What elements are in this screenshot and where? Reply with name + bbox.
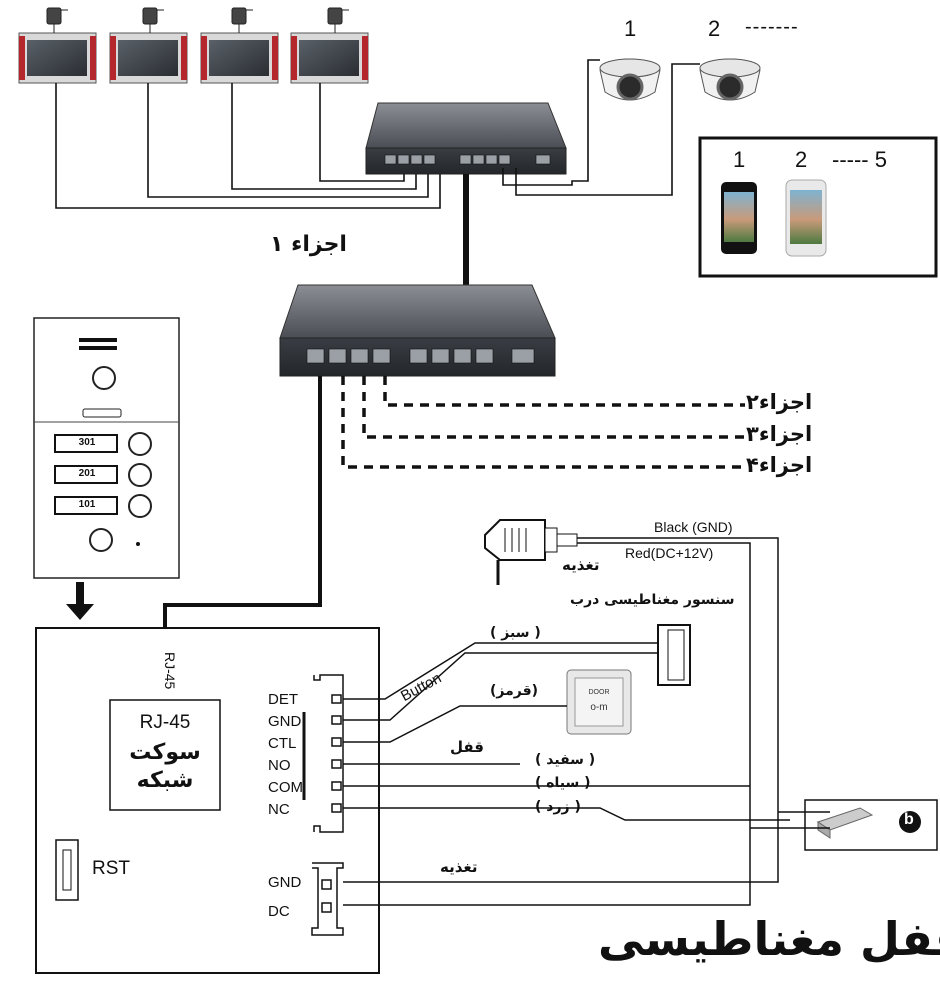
socket-line-1: سوکت	[129, 740, 201, 765]
part-4-label: اجزاء۴	[746, 453, 813, 477]
pin-gnd: GND	[268, 713, 302, 730]
apartment-button-301: 301	[78, 437, 96, 448]
green-wire-label: ( سبز )	[490, 625, 541, 641]
lock-label: قفل	[450, 738, 485, 756]
ip-camera-2	[699, 58, 761, 101]
pin-nc: NC	[268, 801, 290, 818]
socket-title: RJ-45	[139, 712, 191, 733]
svg-text:DOOR: DOOR	[589, 689, 610, 696]
camera-cables	[502, 59, 700, 196]
rst-label: RST	[92, 858, 130, 879]
signal-wires	[343, 642, 790, 821]
black-gnd-label: Black (GND)	[654, 519, 733, 535]
phone-label-5: ----- 5	[832, 147, 887, 172]
camera-label-ellipsis: -------	[745, 16, 799, 38]
monitor-cables	[55, 83, 441, 209]
terminal-block-top	[302, 674, 344, 833]
indoor-monitor-4	[290, 32, 369, 84]
svg-text:o-m: o-m	[590, 702, 607, 713]
phone-label-1: 1	[733, 147, 746, 172]
indoor-monitor-1	[18, 32, 97, 84]
pin-det: DET	[268, 691, 298, 708]
camera-label-1: 1	[624, 16, 637, 41]
controller-ethernet-cable	[163, 376, 322, 645]
phone-label-2: 2	[795, 147, 808, 172]
door-station	[33, 317, 180, 579]
rj45-arrow-label: RJ-45	[162, 652, 178, 690]
white-wire-label: ( سفید )	[535, 752, 596, 768]
pin-no: NO	[268, 757, 291, 774]
power-adapter-icon	[484, 519, 578, 585]
terminal-block-bottom	[311, 862, 344, 936]
controller-box	[35, 627, 380, 974]
smartphone-panel	[698, 136, 938, 278]
pin-com: COM	[268, 779, 303, 796]
b-badge: b	[904, 811, 914, 828]
network-switch-1	[365, 102, 567, 175]
black-wire-label: ( سیاه )	[535, 775, 591, 791]
part-3-label: اجزاء۳	[746, 422, 813, 446]
pin-ctl: CTL	[268, 735, 297, 752]
part-2-label: اجزاء۲	[746, 390, 813, 414]
apartment-button-201: 201	[78, 468, 96, 479]
part-1-label: اجزاء ۱	[270, 232, 347, 257]
power-supply-label: تغذیه	[562, 556, 600, 574]
yellow-wire-label: ( زرد )	[535, 799, 581, 815]
monitor-adapter-icons	[46, 7, 349, 33]
red-dc-label: Red(DC+12V)	[625, 545, 714, 561]
camera-label-2: 2	[708, 16, 721, 41]
magnetic-lock-title: قفل مغناطیسی	[598, 912, 940, 966]
door-sensor-icon	[657, 624, 691, 686]
red-wire-label: (قرمز)	[490, 683, 539, 699]
socket-line-2: شبکه	[136, 768, 194, 793]
pin-power-gnd: GND	[268, 874, 302, 891]
network-switch-2	[279, 284, 556, 377]
apartment-button-101: 101	[78, 499, 96, 510]
indoor-monitor-2	[109, 32, 188, 84]
exit-button-icon: DOOR o-m	[566, 669, 632, 735]
door-sensor-label: سنسور مغناطیسی درب	[570, 592, 735, 608]
pin-power-dc: DC	[268, 903, 290, 920]
power-arrow-label: تغذیه	[440, 858, 478, 876]
down-arrow-head	[66, 604, 94, 620]
indoor-monitor-3	[200, 32, 279, 84]
expansion-dashed-lines	[341, 376, 745, 469]
magnetic-lock-icon	[750, 799, 938, 851]
power-wires	[343, 537, 779, 906]
ip-camera-1	[599, 58, 661, 101]
